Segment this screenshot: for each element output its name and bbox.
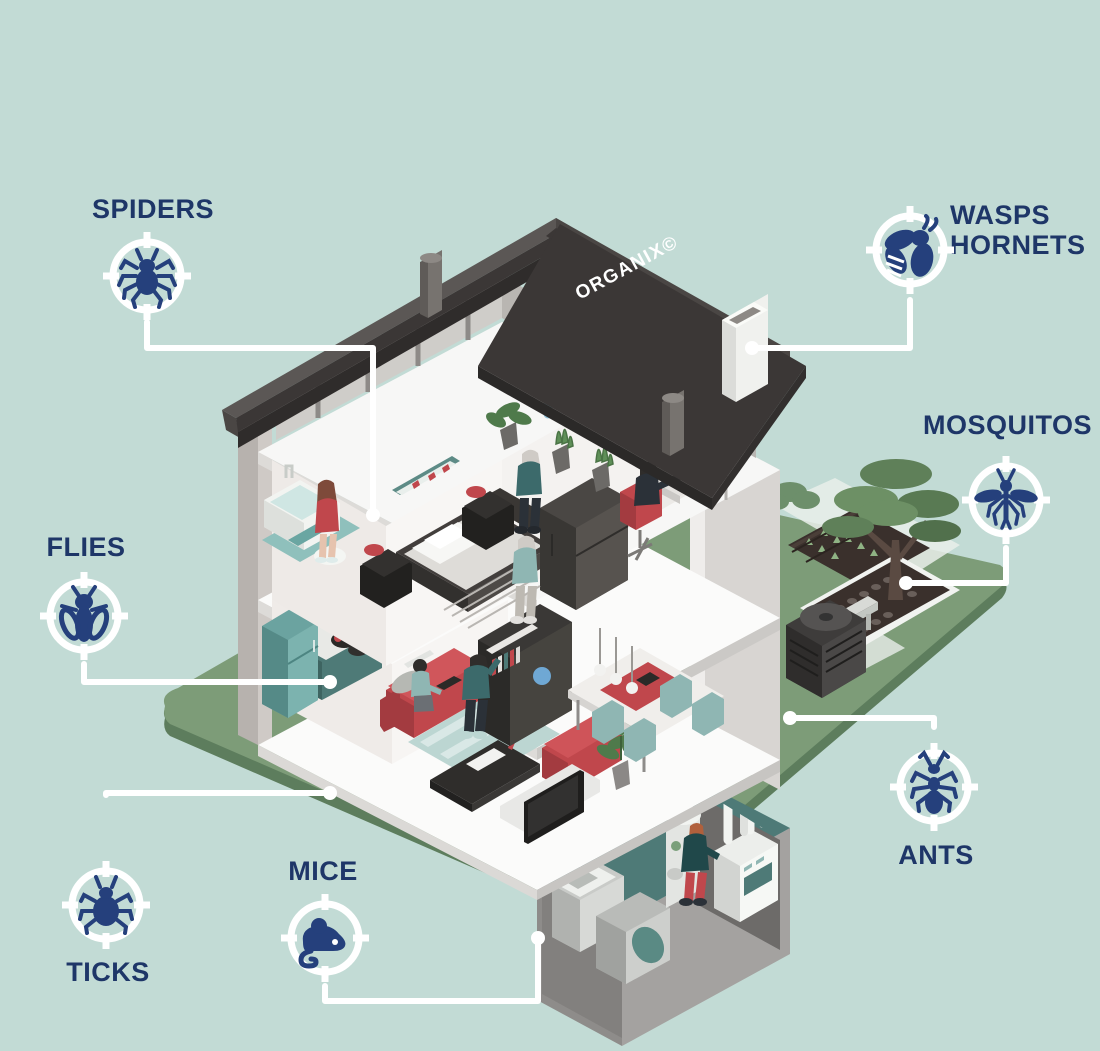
ac-condenser-unit [786, 600, 866, 698]
pest-target-mosquitos[interactable] [958, 452, 1054, 548]
person-basement [679, 823, 720, 906]
crosshair-ring-mice [281, 894, 369, 982]
living-room [380, 604, 646, 844]
connector-dot-spiders [366, 508, 380, 522]
connector-spiders [144, 319, 376, 518]
fly-icon [58, 585, 110, 642]
crosshair-ring-flies [40, 572, 128, 660]
pest-target-mice[interactable] [277, 890, 373, 986]
connector-dot-flies [323, 675, 337, 689]
tree [822, 459, 961, 600]
crosshair-ring-mosquitos [962, 456, 1050, 544]
crosshair-ring-spiders [103, 232, 191, 320]
mouse-icon [298, 918, 346, 969]
connector-dot-mosquitos [899, 576, 913, 590]
upper-plants [486, 402, 614, 492]
bedroom [360, 449, 629, 629]
pest-label-ticks: TICKS [66, 957, 150, 987]
chimney-pipe-attic [662, 390, 684, 456]
pest-label-mice: MICE [288, 856, 358, 886]
connector-dot-mice [531, 931, 545, 945]
connector-wasps [749, 297, 913, 351]
wasp-icon [884, 214, 939, 278]
pest-target-ants[interactable] [886, 739, 982, 835]
bathroom [262, 464, 360, 565]
pest-target-wasps-hornets[interactable] [862, 202, 958, 298]
connector-ticks [103, 790, 333, 798]
pest-label-ants: ANTS [898, 840, 974, 870]
basement-level [537, 783, 790, 1046]
connector-ants [787, 715, 937, 730]
person-reading-sofa [411, 659, 462, 712]
crosshair-ring-wasps [866, 206, 954, 294]
chimney-pipe-small [420, 250, 442, 318]
spider-icon [117, 248, 177, 309]
pest-label-mosquitos: MOSQUITOS [922, 410, 1093, 440]
pest-label-spiders: SPIDERS [92, 194, 215, 224]
ant-icon [910, 749, 958, 814]
pest-target-spiders[interactable] [99, 228, 195, 324]
mosquito-icon [974, 468, 1038, 530]
pest-label-flies: FLIES [46, 532, 126, 562]
person-bedroom-standing [510, 535, 538, 624]
connector-dot-ants [783, 711, 797, 725]
crosshair-ring-ticks [62, 861, 150, 949]
garden-area [763, 459, 961, 698]
dining-room [568, 628, 724, 772]
connector-mice [322, 935, 541, 1004]
pest-target-flies[interactable] [36, 568, 132, 664]
pest-label-wasps-hornets: WASPS HORNETS [950, 200, 1086, 261]
connector-flies [81, 661, 333, 685]
crosshair-ring-ants [890, 743, 978, 831]
attic-and-roof [222, 218, 806, 510]
connector-dot-ticks [323, 786, 337, 800]
connector-dot-wasps [745, 341, 759, 355]
connector-mosquitos [903, 545, 1009, 586]
person-hallway [514, 449, 542, 534]
pest-target-ticks[interactable] [58, 857, 154, 953]
tick-icon [78, 875, 134, 935]
person-bathroom [315, 479, 339, 563]
person-at-bookshelf [459, 654, 501, 739]
